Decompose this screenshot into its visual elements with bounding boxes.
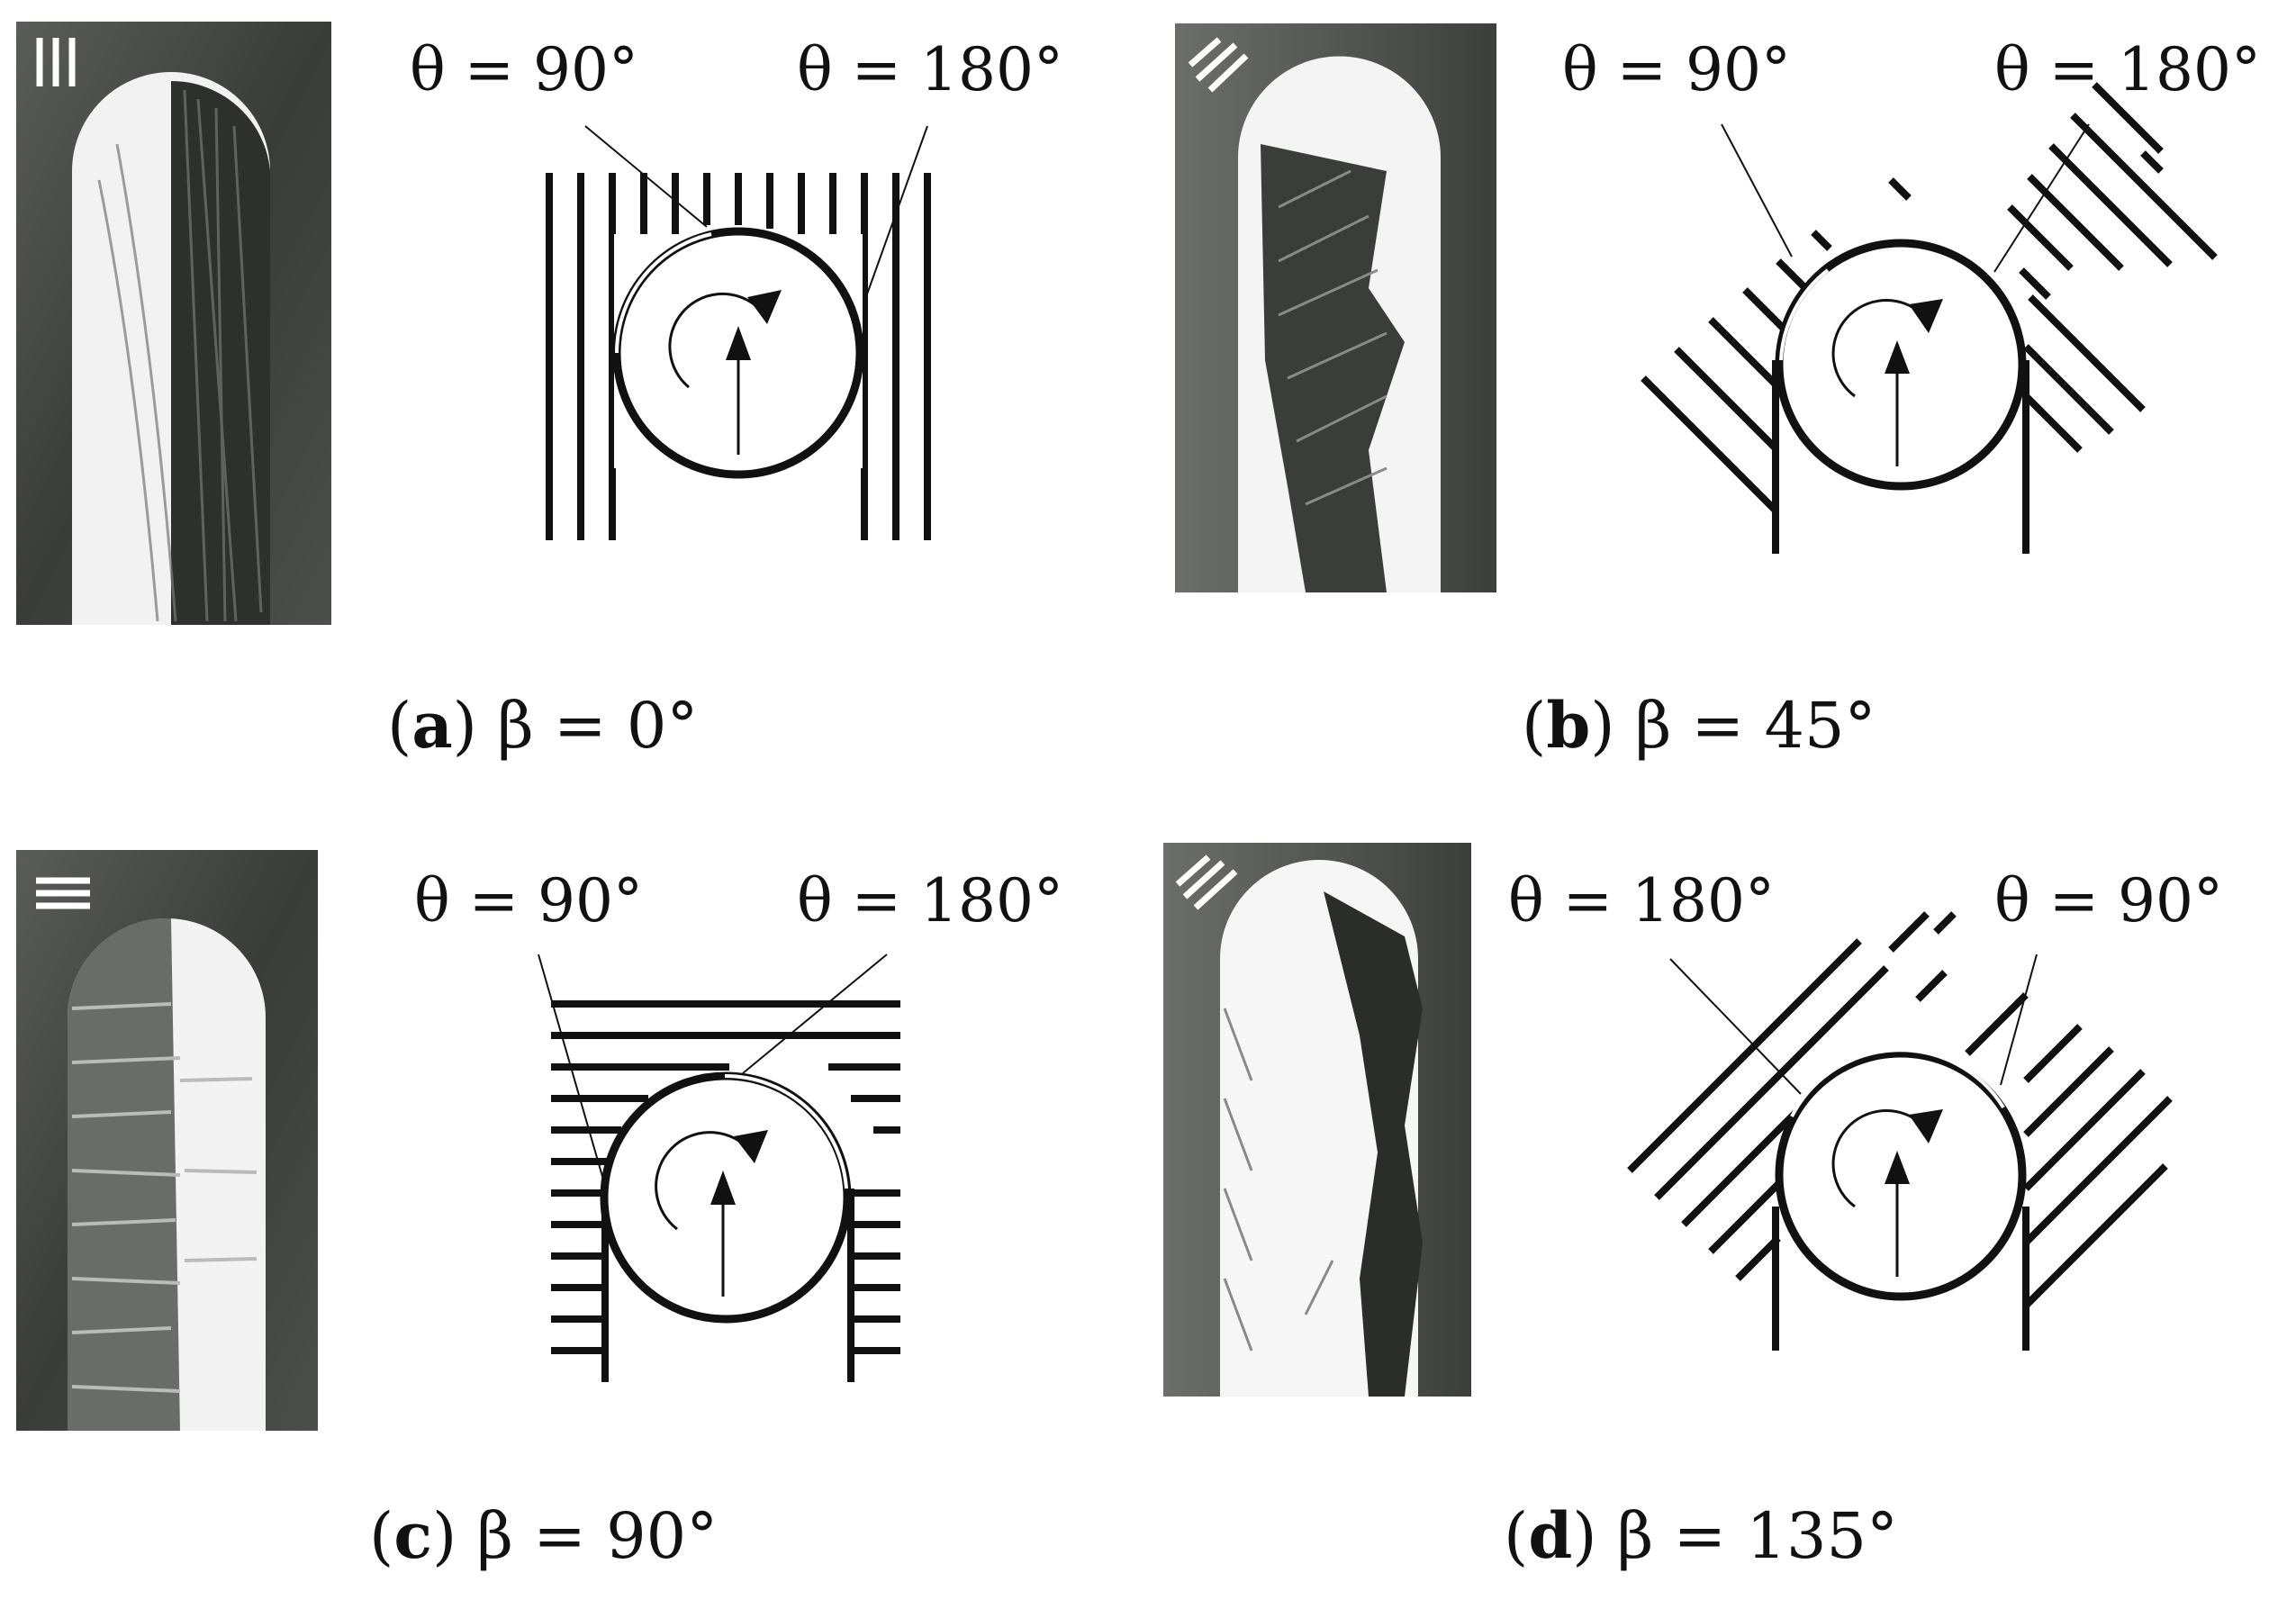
caption-beta-b: β = 45° — [1635, 689, 1876, 763]
caption-letter-d: d — [1528, 1498, 1572, 1573]
fiber-orientation-marker-d — [1175, 854, 1238, 910]
caption-beta-d: β = 135° — [1617, 1499, 1898, 1573]
theta-label-left-b: θ = 90° — [1562, 35, 1791, 104]
fiber-orientation-marker-b — [1188, 37, 1249, 93]
panel-c: θ = 90° θ = 180° (c) β = 90° — [16, 850, 1063, 1573]
theta-label-right-d: θ = 90° — [1994, 866, 2223, 936]
caption-c: (c) β = 90° — [369, 1498, 718, 1573]
panel-b: θ = 90° θ = 180° (b) β = 45° — [1175, 23, 2261, 763]
caption-beta-a: β = 0° — [497, 689, 698, 763]
theta-label-right-a: θ = 180° — [797, 35, 1063, 104]
caption-letter-c: c — [393, 1498, 432, 1573]
caption-a: (a) β = 0° — [387, 688, 698, 763]
diagram-b: θ = 90° θ = 180° — [1562, 35, 2261, 554]
fiber-orientation-marker-a — [36, 38, 76, 86]
photo-c — [16, 850, 318, 1431]
photo-b — [1175, 23, 1496, 593]
theta-label-right-c: θ = 180° — [797, 866, 1063, 936]
diagram-c: θ = 90° θ = 180° — [414, 866, 1063, 1382]
caption-letter-a: a — [411, 688, 452, 763]
theta-label-left-d: θ = 180° — [1508, 866, 1775, 936]
panel-d: θ = 180° θ = 90° (d) β = 135° — [1163, 843, 2223, 1573]
caption-letter-b: b — [1546, 688, 1590, 763]
photo-d — [1163, 843, 1471, 1397]
fiber-orientation-marker-c — [36, 877, 90, 909]
diagram-a: θ = 90° θ = 180° — [410, 35, 1063, 540]
theta-label-left-c: θ = 90° — [414, 866, 643, 936]
theta-label-left-a: θ = 90° — [410, 35, 638, 104]
caption-b: (b) β = 45° — [1522, 688, 1876, 763]
caption-d: (d) β = 135° — [1504, 1498, 1898, 1573]
panel-a: θ = 90° θ = 180° (a) β = 0° — [16, 22, 1063, 763]
theta-label-right-b: θ = 180° — [1994, 35, 2261, 104]
photo-a — [16, 22, 331, 626]
diagram-d: θ = 180° θ = 90° — [1508, 866, 2223, 1351]
caption-beta-c: β = 90° — [477, 1499, 719, 1573]
